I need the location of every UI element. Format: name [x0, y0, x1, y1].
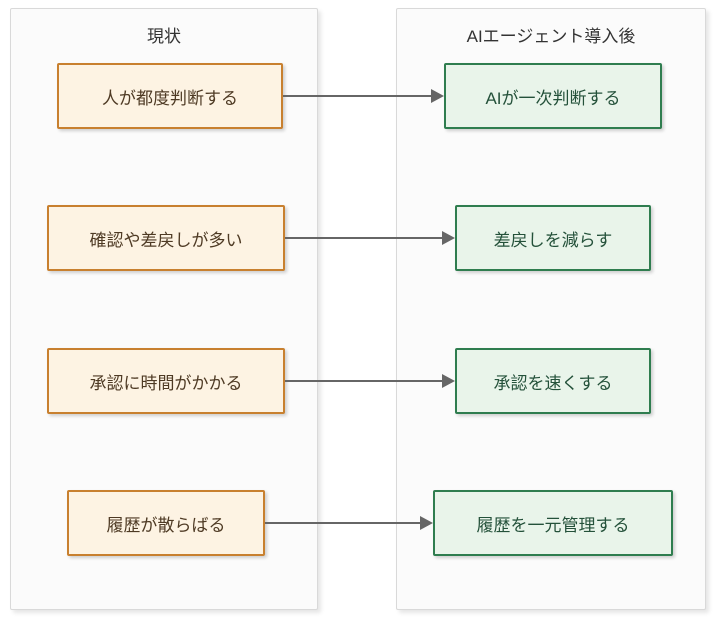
arrow-line	[283, 95, 431, 97]
node-label: 履歴が散らばる	[106, 515, 226, 535]
arrow-rework-to-reduce	[285, 231, 455, 245]
node-label: 承認を速くする	[493, 373, 613, 393]
node-label: 確認や差戻しが多い	[89, 230, 243, 250]
node-current-manual-judgement: 人が都度判断する	[57, 63, 283, 129]
arrow-line	[265, 522, 420, 524]
arrowhead-icon	[431, 89, 444, 103]
node-future-reduce-rework: 差戻しを減らす	[455, 205, 651, 271]
node-current-many-rework: 確認や差戻しが多い	[47, 205, 285, 271]
group-after-ai-agent-title: AIエージェント導入後	[466, 27, 636, 46]
node-future-central-history: 履歴を一元管理する	[433, 490, 673, 556]
node-future-ai-first-judgement: AIが一次判断する	[444, 63, 662, 129]
arrow-approval-to-faster	[285, 374, 455, 388]
node-label: 承認に時間がかかる	[89, 373, 243, 393]
node-current-slow-approval: 承認に時間がかかる	[47, 348, 285, 414]
arrow-line	[285, 237, 442, 239]
arrowhead-icon	[442, 374, 455, 388]
arrow-manual-to-ai	[283, 89, 444, 103]
node-label: 差戻しを減らす	[493, 230, 613, 250]
arrowhead-icon	[420, 516, 433, 530]
node-label: AIが一次判断する	[485, 88, 621, 108]
arrowhead-icon	[442, 231, 455, 245]
group-current-state-title: 現状	[147, 27, 181, 46]
node-label: 人が都度判断する	[102, 88, 238, 108]
node-label: 履歴を一元管理する	[476, 515, 630, 535]
node-current-scattered-history: 履歴が散らばる	[67, 490, 265, 556]
arrow-line	[285, 380, 442, 382]
node-future-faster-approval: 承認を速くする	[455, 348, 651, 414]
arrow-history-to-central	[265, 516, 433, 530]
